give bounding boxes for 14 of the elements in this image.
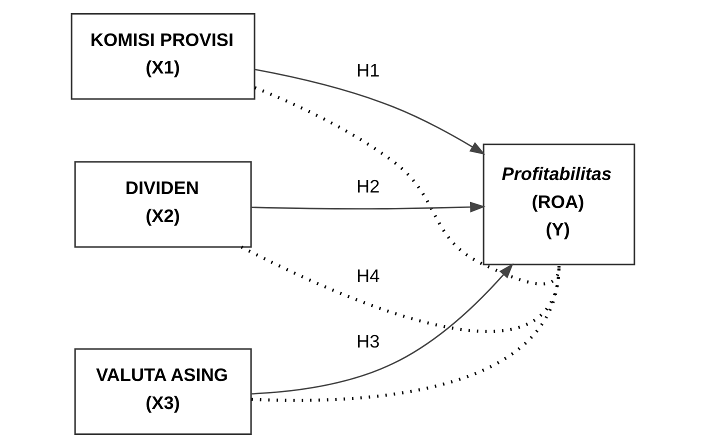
connector <box>250 266 560 402</box>
node-box: VALUTA ASING (X3) <box>74 348 252 435</box>
edge-label: H1 <box>356 60 380 81</box>
connector <box>254 86 560 286</box>
arrow <box>250 263 513 395</box>
edge-label: H2 <box>356 176 380 196</box>
node-box: Profitabilitas (ROA) (Y) <box>482 144 635 266</box>
arrow <box>250 202 485 212</box>
edge-label: H4 <box>356 266 380 286</box>
node-box: KOMISI PROVISI (X1) <box>70 13 255 100</box>
node-box: DIVIDEN (X2) <box>74 161 252 248</box>
edge-label: H3 <box>356 331 380 352</box>
connector <box>240 246 560 332</box>
arrow <box>254 68 485 155</box>
